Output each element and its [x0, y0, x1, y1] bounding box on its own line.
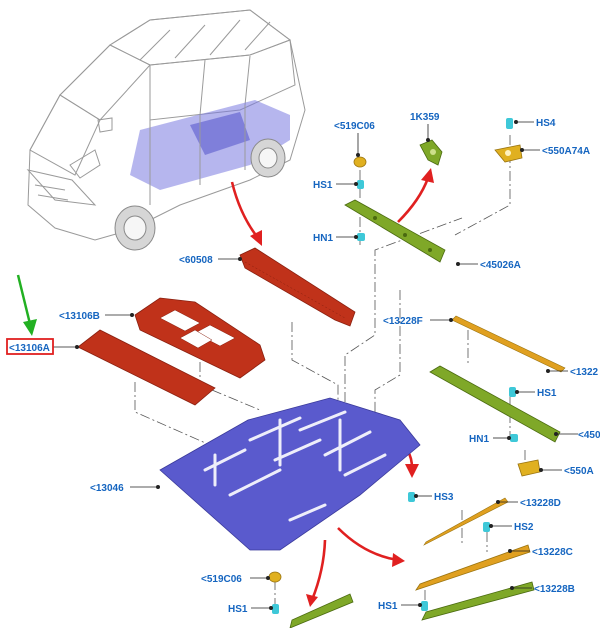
- label-550A74A[interactable]: <550A74A: [542, 146, 590, 157]
- part-550A74A-hook[interactable]: [494, 144, 523, 163]
- highlight-box-13106A: [6, 338, 54, 355]
- label-13228D[interactable]: <13228D: [520, 498, 561, 509]
- label-HS2[interactable]: HS2: [514, 522, 534, 533]
- leader-lines: [53, 120, 578, 610]
- part-13228F-strip[interactable]: [451, 315, 566, 373]
- label-60508[interactable]: <60508: [179, 255, 213, 266]
- label-HS1-bottom-right[interactable]: HS1: [378, 601, 398, 612]
- fastener-HS1-bot-right[interactable]: [421, 601, 428, 611]
- part-550A-clip[interactable]: [517, 459, 541, 477]
- part-13228C-rail[interactable]: [415, 544, 531, 591]
- label-13228B[interactable]: <13228B: [534, 584, 575, 595]
- part-labels: <519C06 1K359 HS4 <550A74A HS1 HN1 <4502…: [9, 112, 600, 615]
- label-1K359[interactable]: 1K359: [410, 112, 440, 123]
- label-1322[interactable]: <1322: [570, 367, 599, 378]
- label-13106A[interactable]: <13106A: [9, 343, 50, 354]
- part-13106B-panel[interactable]: [134, 297, 266, 379]
- label-HN1-top[interactable]: HN1: [313, 233, 333, 244]
- callout-arrows: [230, 168, 434, 607]
- part-1K359-clip[interactable]: [419, 139, 443, 166]
- label-45026A[interactable]: <45026A: [480, 260, 521, 271]
- label-450[interactable]: <450: [578, 430, 600, 441]
- label-HS3[interactable]: HS3: [434, 492, 454, 503]
- label-13228C[interactable]: <13228C: [532, 547, 573, 558]
- fastener-HS4[interactable]: [506, 118, 513, 129]
- label-HN1-mid[interactable]: HN1: [469, 434, 489, 445]
- part-13228D-strip[interactable]: [423, 497, 509, 546]
- label-519C06-bottom[interactable]: <519C06: [201, 574, 242, 585]
- fastener-HN1-mid[interactable]: [510, 434, 518, 442]
- part-519C06-cap-top[interactable]: [353, 156, 367, 168]
- fastener-HS1-top[interactable]: [357, 180, 364, 189]
- label-519C06-top[interactable]: <519C06: [334, 121, 375, 132]
- label-HS4[interactable]: HS4: [536, 118, 556, 129]
- part-13106A-panel[interactable]: [77, 329, 216, 406]
- assembly-lines: [134, 135, 526, 608]
- fastener-HS1-bot-left[interactable]: [272, 604, 279, 614]
- fastener-HS3[interactable]: [408, 492, 415, 502]
- label-HS1-top[interactable]: HS1: [313, 180, 333, 191]
- part-519C06-cap-bottom[interactable]: [268, 571, 282, 583]
- part-450-bracket[interactable]: [429, 365, 561, 443]
- label-HS1-bottom-left[interactable]: HS1: [228, 604, 248, 615]
- part-green-rail-bottom[interactable]: [289, 593, 354, 628]
- fastener-HS1-mid[interactable]: [509, 387, 516, 397]
- part-13046-floor-mat[interactable]: [159, 397, 421, 551]
- green-pointer-arrow: [16, 274, 37, 336]
- fastener-HN1-top[interactable]: [357, 233, 365, 241]
- part-60508-panel[interactable]: [239, 247, 356, 327]
- label-HS1-mid[interactable]: HS1: [537, 388, 557, 399]
- label-13228F[interactable]: <13228F: [383, 316, 423, 327]
- fasteners: [272, 118, 518, 614]
- part-45026A-bracket[interactable]: [344, 199, 446, 263]
- part-13228B-rail[interactable]: [421, 581, 535, 621]
- label-13046[interactable]: <13046: [90, 483, 124, 494]
- label-13106B[interactable]: <13106B: [59, 311, 100, 322]
- label-550A[interactable]: <550A: [564, 466, 594, 477]
- van-illustration: [26, 9, 306, 251]
- fastener-HS2[interactable]: [483, 522, 490, 532]
